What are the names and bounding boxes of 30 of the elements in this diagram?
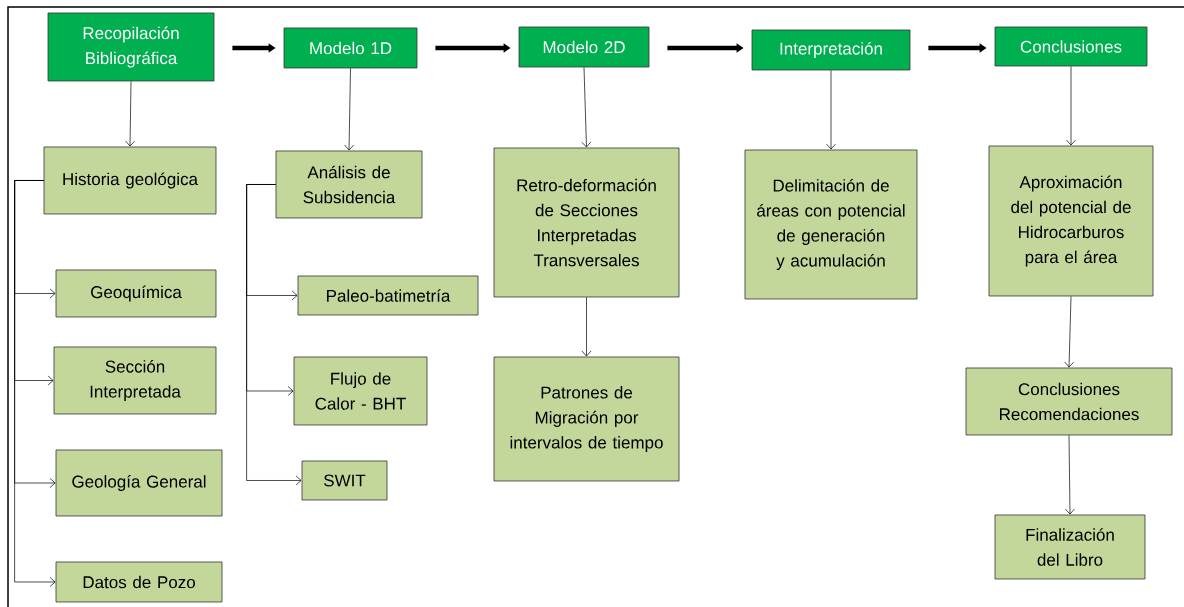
process-box: Datos de Pozo [55,561,223,603]
step-box: Interpretación [751,29,911,71]
arrow [14,180,56,587]
arrow [581,297,592,357]
process-box: Retro-deformación de Secciones Interpretadas Transversales [493,147,680,298]
process-box: SWIT [301,460,388,501]
step-box: Modelo 2D [518,26,650,68]
arrow [581,67,592,148]
arrow [246,184,302,486]
process-box: Historia geológica [43,146,217,215]
step-box: Conclusiones [994,26,1148,67]
arrow [1064,296,1074,368]
arrow [826,70,836,150]
process-box: Geología General [55,449,223,517]
process-box: Geoquímica [55,269,217,318]
process-box: Delimitación de áreas con potencial de generación y acumulación [744,149,918,300]
process-box: Patrones de Migración por intervalos de tiempo [493,356,680,482]
process-box: Sección Interpretada [53,346,217,415]
process-box: Conclusiones Recomendaciones [965,367,1173,436]
arrow [1066,66,1076,146]
process-box: Aproximación del potencial de Hidrocarburos para el área [988,145,1154,297]
process-box: Análisis de Subsidencia [275,150,423,219]
arrow [1065,435,1075,515]
step-box: Modelo 1D [283,27,418,69]
process-box: Flujo de Calor - BHT [293,356,428,426]
process-box: Paleo-batimetría [297,275,479,316]
arrow [125,81,135,147]
arrow [344,68,354,151]
step-box: Recopilación Bibliográfica [47,12,215,82]
process-box: Finalización del Libro [994,514,1146,580]
